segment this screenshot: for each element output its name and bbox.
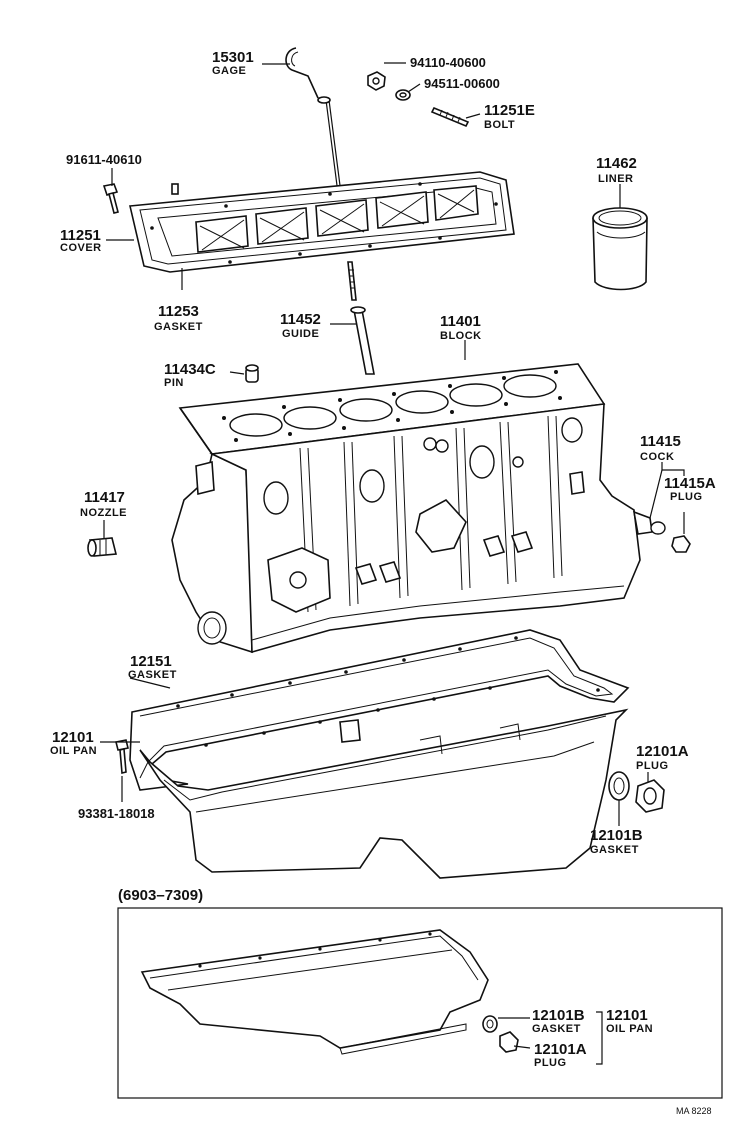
- label-gage: 15301 GAGE: [212, 49, 254, 77]
- inset-period: (6903–7309): [118, 887, 203, 904]
- part-name: PIN: [164, 377, 184, 389]
- cylinder-block: [171, 363, 641, 654]
- label-pan-bolt: 93381-18018: [78, 806, 155, 821]
- part-number: 12101: [606, 1007, 648, 1024]
- part-name: BLOCK: [440, 330, 482, 342]
- drain-gasket: [608, 771, 630, 801]
- part-number: 15301: [212, 49, 254, 66]
- part-name: GASKET: [532, 1023, 581, 1035]
- label-cock: 11415 COCK: [640, 433, 681, 463]
- label-block: 11401 BLOCK: [440, 313, 482, 342]
- inset-oil-pan: [140, 929, 489, 1055]
- label-cover-gasket: 11253 GASKET: [154, 303, 203, 333]
- label-drain-gasket: 12101B GASKET: [590, 827, 643, 856]
- part-name: NOZZLE: [80, 507, 127, 519]
- part-name: GASKET: [590, 844, 639, 856]
- inset-drain-gasket: [482, 1015, 498, 1033]
- cover-gasket-window-frame: [150, 182, 498, 264]
- part-number: 11417: [84, 489, 125, 506]
- part-name: GASKET: [154, 321, 203, 333]
- part-name: COCK: [640, 451, 674, 463]
- part-name: BOLT: [484, 119, 515, 131]
- label-guide: 11452 GUIDE: [280, 311, 321, 340]
- part-number: 12101: [52, 729, 94, 746]
- label-cover: 11251 COVER: [60, 227, 102, 254]
- part-number: 12101B: [532, 1007, 585, 1024]
- part-name: PLUG: [534, 1057, 567, 1069]
- label-inset-gasket: 12101B GASKET: [532, 1007, 585, 1035]
- label-pan-gasket: 12151 GASKET: [128, 653, 177, 681]
- oil-pan-bolt: [115, 739, 129, 775]
- inset-drain-plug: [499, 1031, 519, 1053]
- label-cover-bolt: 91611-40610: [66, 152, 142, 167]
- part-number: 11434C: [164, 361, 216, 378]
- part-name: OIL PAN: [606, 1023, 653, 1035]
- part-name: COVER: [60, 242, 102, 254]
- label-drain-plug: 12101A PLUG: [636, 743, 689, 772]
- oil-pan: [139, 708, 629, 879]
- part-number: 11253: [158, 303, 199, 320]
- part-number: 12101A: [534, 1041, 587, 1058]
- oil-nozzle: [87, 537, 118, 557]
- part-name: LINER: [598, 173, 634, 185]
- label-inset-oil-pan: 12101 OIL PAN: [606, 1007, 653, 1035]
- label-pin: 11434C PIN: [164, 361, 216, 389]
- stud-bolt: [430, 106, 470, 128]
- part-number: 11401: [440, 313, 481, 330]
- label-nut: 94110-40600: [410, 55, 486, 70]
- part-number: 12151: [130, 653, 172, 670]
- part-name: PLUG: [636, 760, 669, 772]
- part-number: 11452: [280, 311, 321, 328]
- label-washer: 94511-00600: [424, 76, 500, 91]
- drain-plug: [635, 779, 665, 813]
- nut: [367, 71, 386, 91]
- drain-cock: [632, 510, 666, 535]
- part-name: GASKET: [128, 669, 177, 681]
- label-cock-plug: 11415A PLUG: [664, 475, 716, 503]
- part-number: 11415A: [664, 475, 716, 492]
- label-nozzle: 11417 NOZZLE: [80, 489, 127, 519]
- leader-lines: [100, 62, 685, 1065]
- cover-bolt: [102, 183, 119, 214]
- part-number: 11462: [596, 155, 637, 172]
- diagram-code: MA 8228: [676, 1106, 712, 1116]
- part-number: 11251E: [484, 102, 535, 119]
- label-stud-bolt: 11251E BOLT: [484, 102, 535, 131]
- part-name: PLUG: [670, 491, 703, 503]
- part-number: 11251: [60, 227, 101, 244]
- label-inset-plug: 12101A PLUG: [534, 1041, 587, 1069]
- label-oil-pan: 12101 OIL PAN: [50, 729, 97, 757]
- part-name: GAGE: [212, 65, 246, 77]
- part-name: GUIDE: [282, 328, 319, 340]
- part-number: 12101B: [590, 827, 643, 844]
- label-liner: 11462 LINER: [596, 155, 637, 185]
- cock-plug: [671, 535, 691, 553]
- pin: [245, 364, 259, 383]
- part-number: 12101A: [636, 743, 689, 760]
- washer: [395, 89, 411, 101]
- part-name: OIL PAN: [50, 745, 97, 757]
- gage-guide: [347, 261, 375, 375]
- inset-frame: [117, 907, 723, 1099]
- cylinder-liner: [592, 207, 648, 291]
- part-number: 11415: [640, 433, 681, 450]
